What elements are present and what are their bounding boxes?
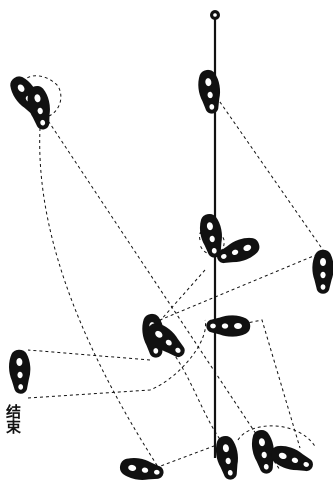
- footprint-icon: [25, 85, 54, 131]
- step-paths: [22, 76, 323, 470]
- footprint-icon: [197, 69, 223, 114]
- start-marker-icon: [210, 10, 220, 20]
- footprint-icon: [9, 350, 31, 394]
- footprint-icon: [214, 435, 241, 481]
- footprint-icon: [313, 250, 333, 293]
- path-left-bottom: [28, 320, 206, 398]
- path-bottom-curve: [238, 426, 316, 448]
- footprint-icon: [119, 456, 165, 483]
- path-top-left-diagonal: [45, 116, 280, 470]
- footprint-icon: [207, 316, 250, 336]
- path-right-to-center: [160, 252, 323, 320]
- end-caption: 结束: [4, 404, 22, 434]
- path-mid-to-left: [28, 350, 150, 360]
- footprint-icon: [268, 442, 315, 476]
- path-top-left-long-curve: [40, 128, 160, 470]
- path-right-diagonal: [213, 92, 323, 250]
